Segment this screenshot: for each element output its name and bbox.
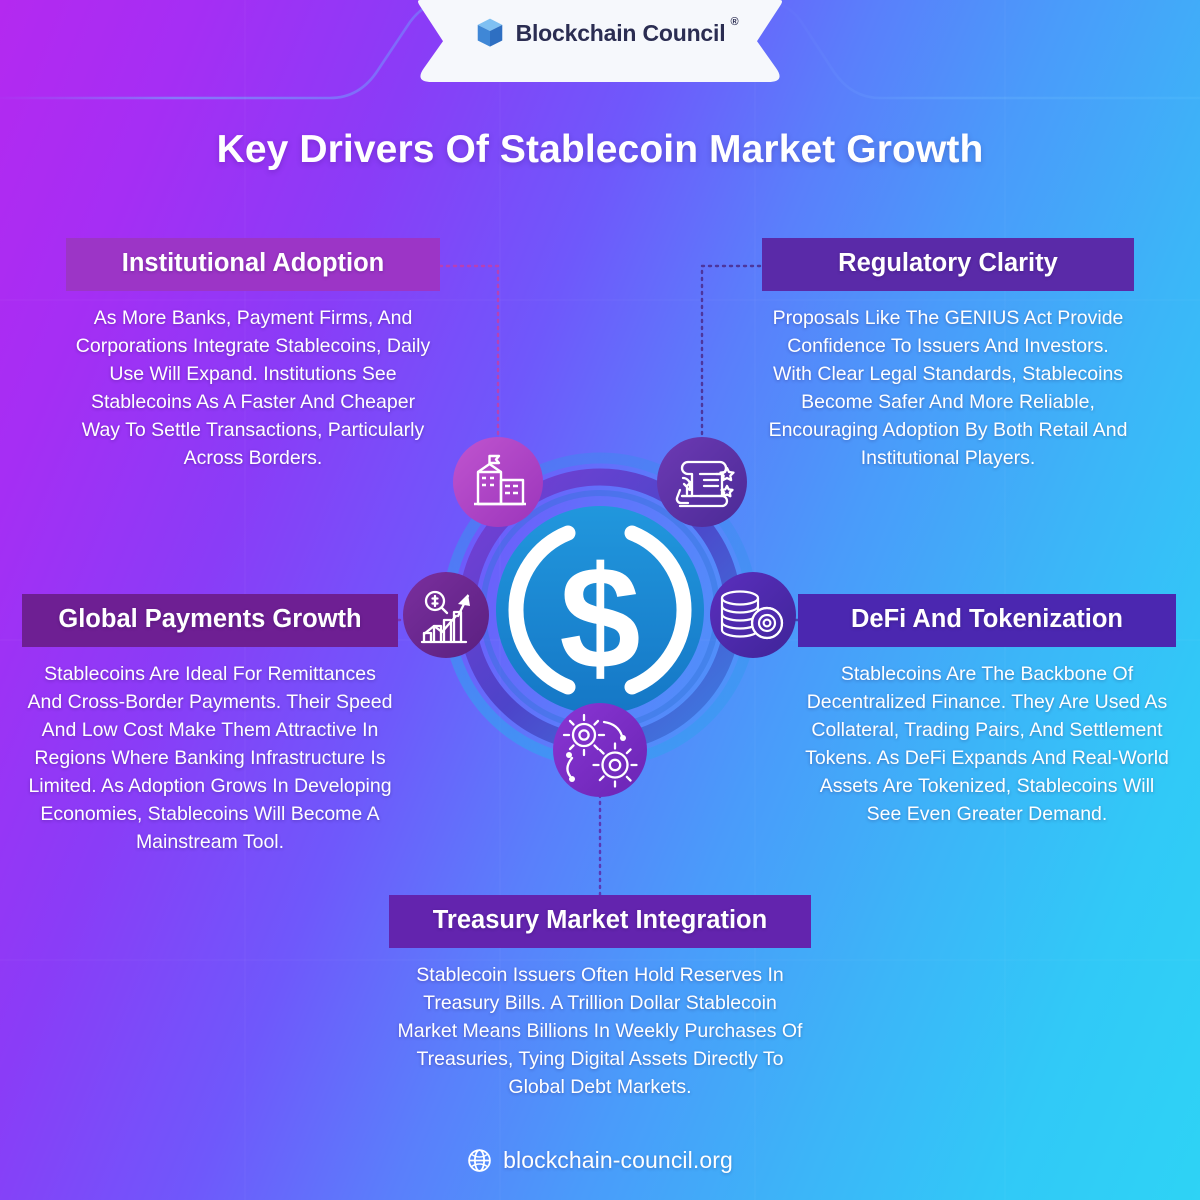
panel-body-text: Proposals Like The GENIUS Act Provide Co… (768, 306, 1128, 469)
panel-defi-and-tokenization: DeFi And Tokenization Stablecoins Are Th… (798, 594, 1176, 828)
panel-body-text: Stablecoin Issuers Often Hold Reserves I… (397, 963, 803, 1098)
legal-document-icon (657, 437, 747, 527)
panel-heading: DeFi And Tokenization (798, 594, 1176, 647)
brand-name: Blockchain Council ® (515, 16, 739, 47)
coin-stack-icon (710, 572, 796, 658)
dollar-symbol: $ (559, 536, 640, 699)
brand-name-text: Blockchain Council (515, 19, 726, 46)
panel-heading: Institutional Adoption (66, 238, 440, 291)
panel-global-payments-growth: Global Payments Growth Stablecoins Are I… (22, 594, 398, 856)
registered-mark: ® (730, 15, 739, 28)
panel-body-text: As More Banks, Payment Firms, And Corpor… (75, 306, 431, 469)
growth-chart-icon (403, 572, 489, 658)
bank-building-icon (453, 437, 543, 527)
center-graphic: $ (403, 437, 796, 797)
panel-institutional-adoption: Institutional Adoption As More Banks, Pa… (66, 238, 440, 472)
panel-heading: Treasury Market Integration (389, 895, 811, 948)
panel-heading: Regulatory Clarity (762, 238, 1134, 291)
footer: blockchain-council.org (0, 1147, 1200, 1174)
page-title: Key Drivers Of Stablecoin Market Growth (216, 128, 984, 171)
gears-icon (553, 703, 647, 797)
brand-logo: Blockchain Council ® (0, 16, 1200, 48)
panel-regulatory-clarity: Regulatory Clarity Proposals Like The GE… (762, 238, 1134, 472)
panel-heading: Global Payments Growth (22, 594, 398, 647)
cube-icon (477, 18, 502, 47)
panel-body-text: Stablecoins Are The Backbone Of Decentra… (805, 662, 1169, 825)
globe-icon (468, 1149, 491, 1172)
panel-body-text: Stablecoins Are Ideal For Remittances An… (27, 662, 393, 853)
panel-treasury-market-integration: Treasury Market Integration Stablecoin I… (389, 895, 811, 1101)
footer-url[interactable]: blockchain-council.org (503, 1147, 733, 1173)
